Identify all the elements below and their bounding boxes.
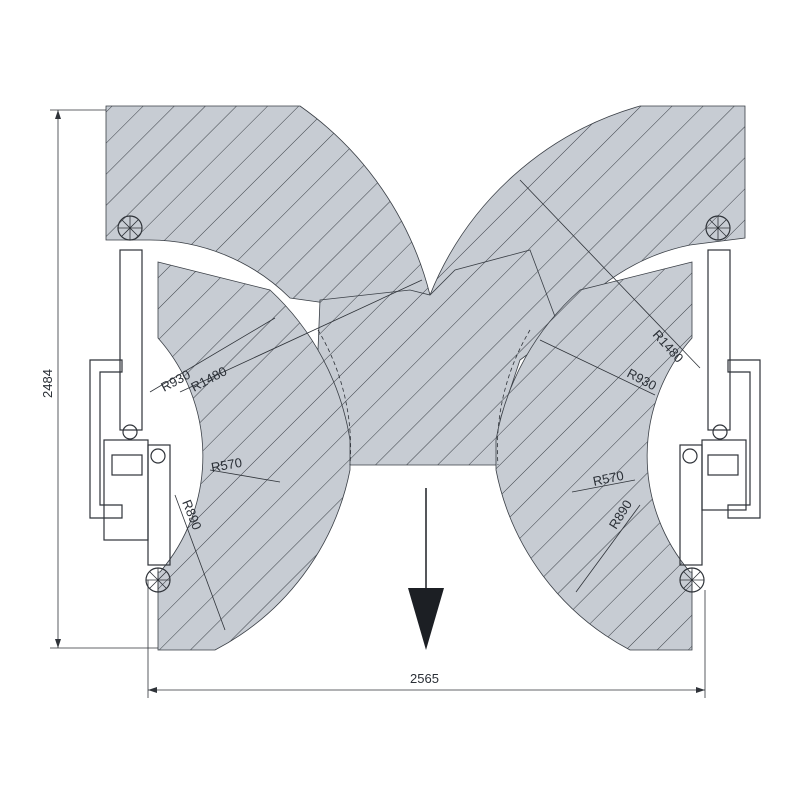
right-lower-arm-zone xyxy=(495,261,693,651)
height-dimension: 2484 xyxy=(40,109,158,649)
left-carriage xyxy=(103,439,149,541)
right-post xyxy=(679,215,761,593)
right-lower-hinge xyxy=(682,448,698,464)
arm-pivot-icon xyxy=(679,567,705,593)
right-carriage-inner xyxy=(707,454,739,476)
left-carriage-inner xyxy=(111,454,143,476)
width-dimension-label: 2565 xyxy=(410,671,439,686)
left-r570-label: R570 xyxy=(210,455,243,475)
left-upper-hinge xyxy=(122,424,138,440)
right-boundary-arc xyxy=(497,329,531,466)
left-post xyxy=(89,215,171,593)
right-upper-arm xyxy=(707,249,731,431)
width-dimension: 2565 xyxy=(147,580,706,698)
height-dimension-label: 2484 xyxy=(40,369,55,398)
left-lower-hinge xyxy=(150,448,166,464)
arm-pivot-icon xyxy=(145,567,171,593)
right-carriage xyxy=(701,439,747,511)
right-post-base xyxy=(727,359,761,519)
drive-direction-arrow-icon xyxy=(408,488,444,650)
right-upper-hinge xyxy=(712,424,728,440)
radius-leaders xyxy=(149,179,701,631)
left-post-base xyxy=(89,359,123,519)
left-upper-arm-zone xyxy=(105,105,431,306)
swing-zones xyxy=(105,105,746,651)
left-boundary-arc xyxy=(317,329,351,466)
right-r570-label: R570 xyxy=(592,468,626,489)
left-upper-arm xyxy=(119,249,143,431)
arm-pivot-icon xyxy=(705,215,731,241)
arm-pivot-icon xyxy=(117,215,143,241)
